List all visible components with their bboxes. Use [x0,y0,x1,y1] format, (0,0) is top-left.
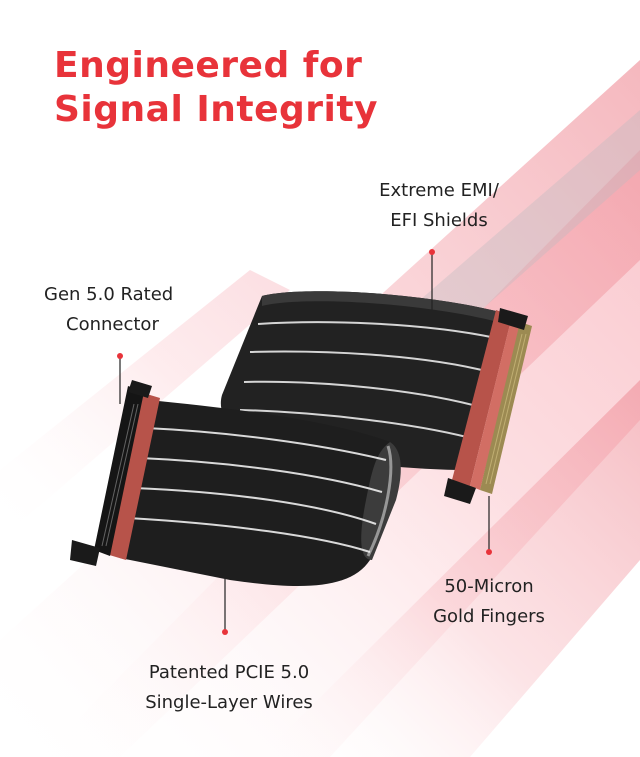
right-slot-connector [444,308,532,504]
callout-emi-shields: Extreme EMI/ EFI Shields [354,176,524,236]
callout-leader-wires [222,578,228,635]
callout-single-layer-wires: Patented PCIE 5.0 Single-Layer Wires [124,658,334,718]
callout-wires-line-2: Single-Layer Wires [145,692,313,713]
cable-front-ribbon [120,400,401,586]
callout-gen5-connector: Gen 5.0 Rated Connector [44,280,204,340]
callout-gold-fingers: 50-Micron Gold Fingers [414,572,564,632]
callout-leader-emi [429,249,435,314]
callout-connector-line-2: Connector [66,314,159,335]
left-gen5-connector [70,380,160,566]
headline-line-1: Engineered for [54,45,363,86]
callout-emi-line-1: Extreme EMI/ [379,180,499,201]
callout-emi-line-2: EFI Shields [390,210,488,231]
callout-gold-line-2: Gold Fingers [433,606,545,627]
callout-connector-line-1: Gen 5.0 Rated [44,284,174,305]
callout-leader-gold [486,496,492,555]
headline: Engineered for Signal Integrity [54,44,378,132]
callout-gold-line-1: 50-Micron [444,576,534,597]
callout-leader-connector [117,353,123,404]
callout-wires-line-1: Patented PCIE 5.0 [148,662,310,683]
headline-line-2: Signal Integrity [54,89,379,130]
